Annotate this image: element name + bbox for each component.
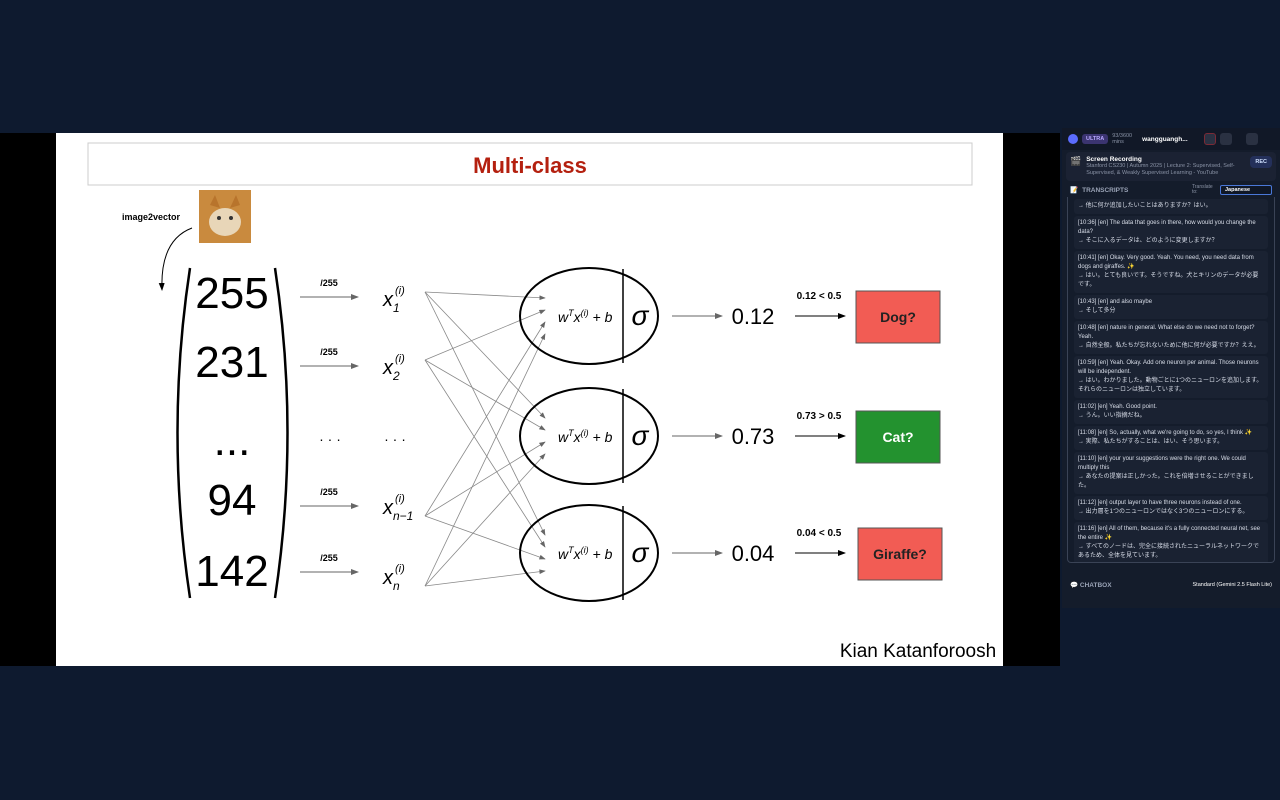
neuron-formula: wTx(i) + b: [558, 545, 613, 562]
edge: [424, 321, 546, 517]
minutes-used: 93/3600: [1112, 133, 1133, 139]
vector-value: 94: [208, 476, 257, 525]
transcript-entry: [10:48] [en] nature in general. What els…: [1074, 321, 1268, 354]
neuron: [519, 504, 659, 602]
cat-image: [199, 190, 251, 243]
transcript-entry: [10:43] [en] and also maybe → そして多分: [1074, 295, 1268, 319]
app-logo-icon: [1068, 134, 1078, 144]
language-select[interactable]: Japanese: [1220, 185, 1272, 195]
author-credit: Kian Katanforoosh: [840, 641, 996, 662]
image2vector-label: image2vector: [122, 212, 181, 222]
input-superscript: (i): [395, 353, 405, 365]
right-bracket: [273, 267, 289, 599]
vector-value: 255: [195, 269, 268, 318]
class-box: [855, 290, 941, 344]
transcript-entry: [11:08] [en] So, actually, what we're go…: [1074, 426, 1268, 450]
edge: [424, 515, 546, 560]
neuron: [519, 267, 659, 365]
transcript-list[interactable]: → 他に何か追加したいことはありますか？はい。 [10:36] [en] The …: [1067, 197, 1275, 563]
translate-label: Translate to:: [1192, 184, 1213, 195]
vector-value: 231: [195, 338, 268, 387]
neuron-formula: wTx(i) + b: [558, 308, 613, 325]
output-value: 0.73: [732, 424, 775, 449]
input-subscript: n: [393, 579, 400, 593]
recording-title: Screen Recording: [1086, 156, 1142, 163]
notepad-icon: 📝: [1070, 187, 1079, 194]
rec-button[interactable]: REC: [1250, 156, 1272, 168]
sigma-icon: σ: [632, 420, 650, 451]
transcripts-label: TRANSCRIPTS: [1082, 186, 1129, 194]
stop-icon[interactable]: [1203, 133, 1216, 145]
sigma-icon: σ: [632, 537, 650, 568]
edge: [424, 333, 546, 587]
username[interactable]: wangguangh...: [1142, 135, 1188, 143]
transcript-entry: [11:10] [en] your your suggestions were …: [1074, 452, 1268, 494]
network-diagram: Multi-class image2vector 255231...94142 …: [87, 142, 996, 662]
ellipsis: · · ·: [319, 431, 341, 447]
clapperboard-icon: 🎬: [1070, 156, 1082, 166]
edge: [424, 309, 546, 361]
threshold-label: 0.12 < 0.5: [797, 291, 842, 302]
input-superscript: (i): [395, 493, 405, 505]
class-label: Cat?: [882, 429, 913, 445]
output-value: 0.12: [732, 304, 775, 329]
vector-value: ...: [214, 416, 251, 465]
title-box: [87, 142, 973, 186]
edge: [424, 291, 546, 419]
ellipsis: · · ·: [384, 431, 406, 447]
chat-icon: 💬: [1070, 582, 1080, 589]
transcript-entry: [11:16] [en] All of them, because it's a…: [1074, 522, 1268, 562]
slide-title: Multi-class: [473, 153, 587, 178]
minutes-unit: mins: [1112, 139, 1124, 145]
sigma-icon: σ: [632, 300, 650, 331]
threshold-label: 0.73 > 0.5: [797, 411, 842, 422]
neuron-formula: wTx(i) + b: [558, 428, 613, 445]
scale-label: /255: [320, 553, 338, 563]
transcript-entry: [10:41] [en] Okay. Very good. Yeah. You …: [1074, 251, 1268, 293]
more-icon[interactable]: [1245, 133, 1258, 145]
input-superscript: (i): [395, 285, 405, 297]
edge: [424, 359, 546, 548]
transcript-entry: [10:36] [en] The data that goes in there…: [1074, 216, 1268, 249]
neuron: [519, 387, 659, 485]
input-superscript: (i): [395, 563, 405, 575]
class-box: [855, 410, 941, 464]
chatbox-label: CHATBOX: [1079, 581, 1112, 589]
class-label: Dog?: [880, 309, 916, 325]
edge: [424, 453, 546, 587]
plan-badge: ULTRA: [1082, 134, 1109, 144]
scale-label: /255: [320, 487, 338, 497]
input-subscript: n−1: [393, 509, 413, 523]
class-label: Giraffe?: [873, 546, 927, 562]
edge: [424, 569, 546, 587]
model-select[interactable]: Standard (Gemini 2.5 Flash Lite): [1192, 582, 1272, 588]
threshold-label: 0.04 < 0.5: [797, 528, 842, 539]
scale-label: /255: [320, 347, 338, 357]
output-value: 0.04: [732, 541, 775, 566]
input-subscript: 1: [393, 301, 400, 315]
recording-subtitle: Stanford CS230 | Autumn 2025 | Lecture 2…: [1086, 163, 1235, 176]
class-box: [857, 527, 943, 581]
transcript-entry: [10:59] [en] Yeah. Okay. Add one neuron …: [1074, 356, 1268, 398]
transcript-entry: [11:12] [en] output layer to have three …: [1074, 496, 1268, 520]
vector-value: 142: [195, 547, 268, 596]
scale-label: /255: [320, 278, 338, 288]
edge: [424, 291, 546, 536]
transcript-entry: → 他に何か追加したいことはありますか？はい。: [1074, 199, 1268, 214]
input-subscript: 2: [392, 369, 400, 383]
document-icon[interactable]: [1219, 133, 1232, 145]
left-bracket: [176, 267, 192, 599]
transcript-entry: [11:02] [en] Yeah. Good point. → うん。いい指摘…: [1074, 400, 1268, 424]
